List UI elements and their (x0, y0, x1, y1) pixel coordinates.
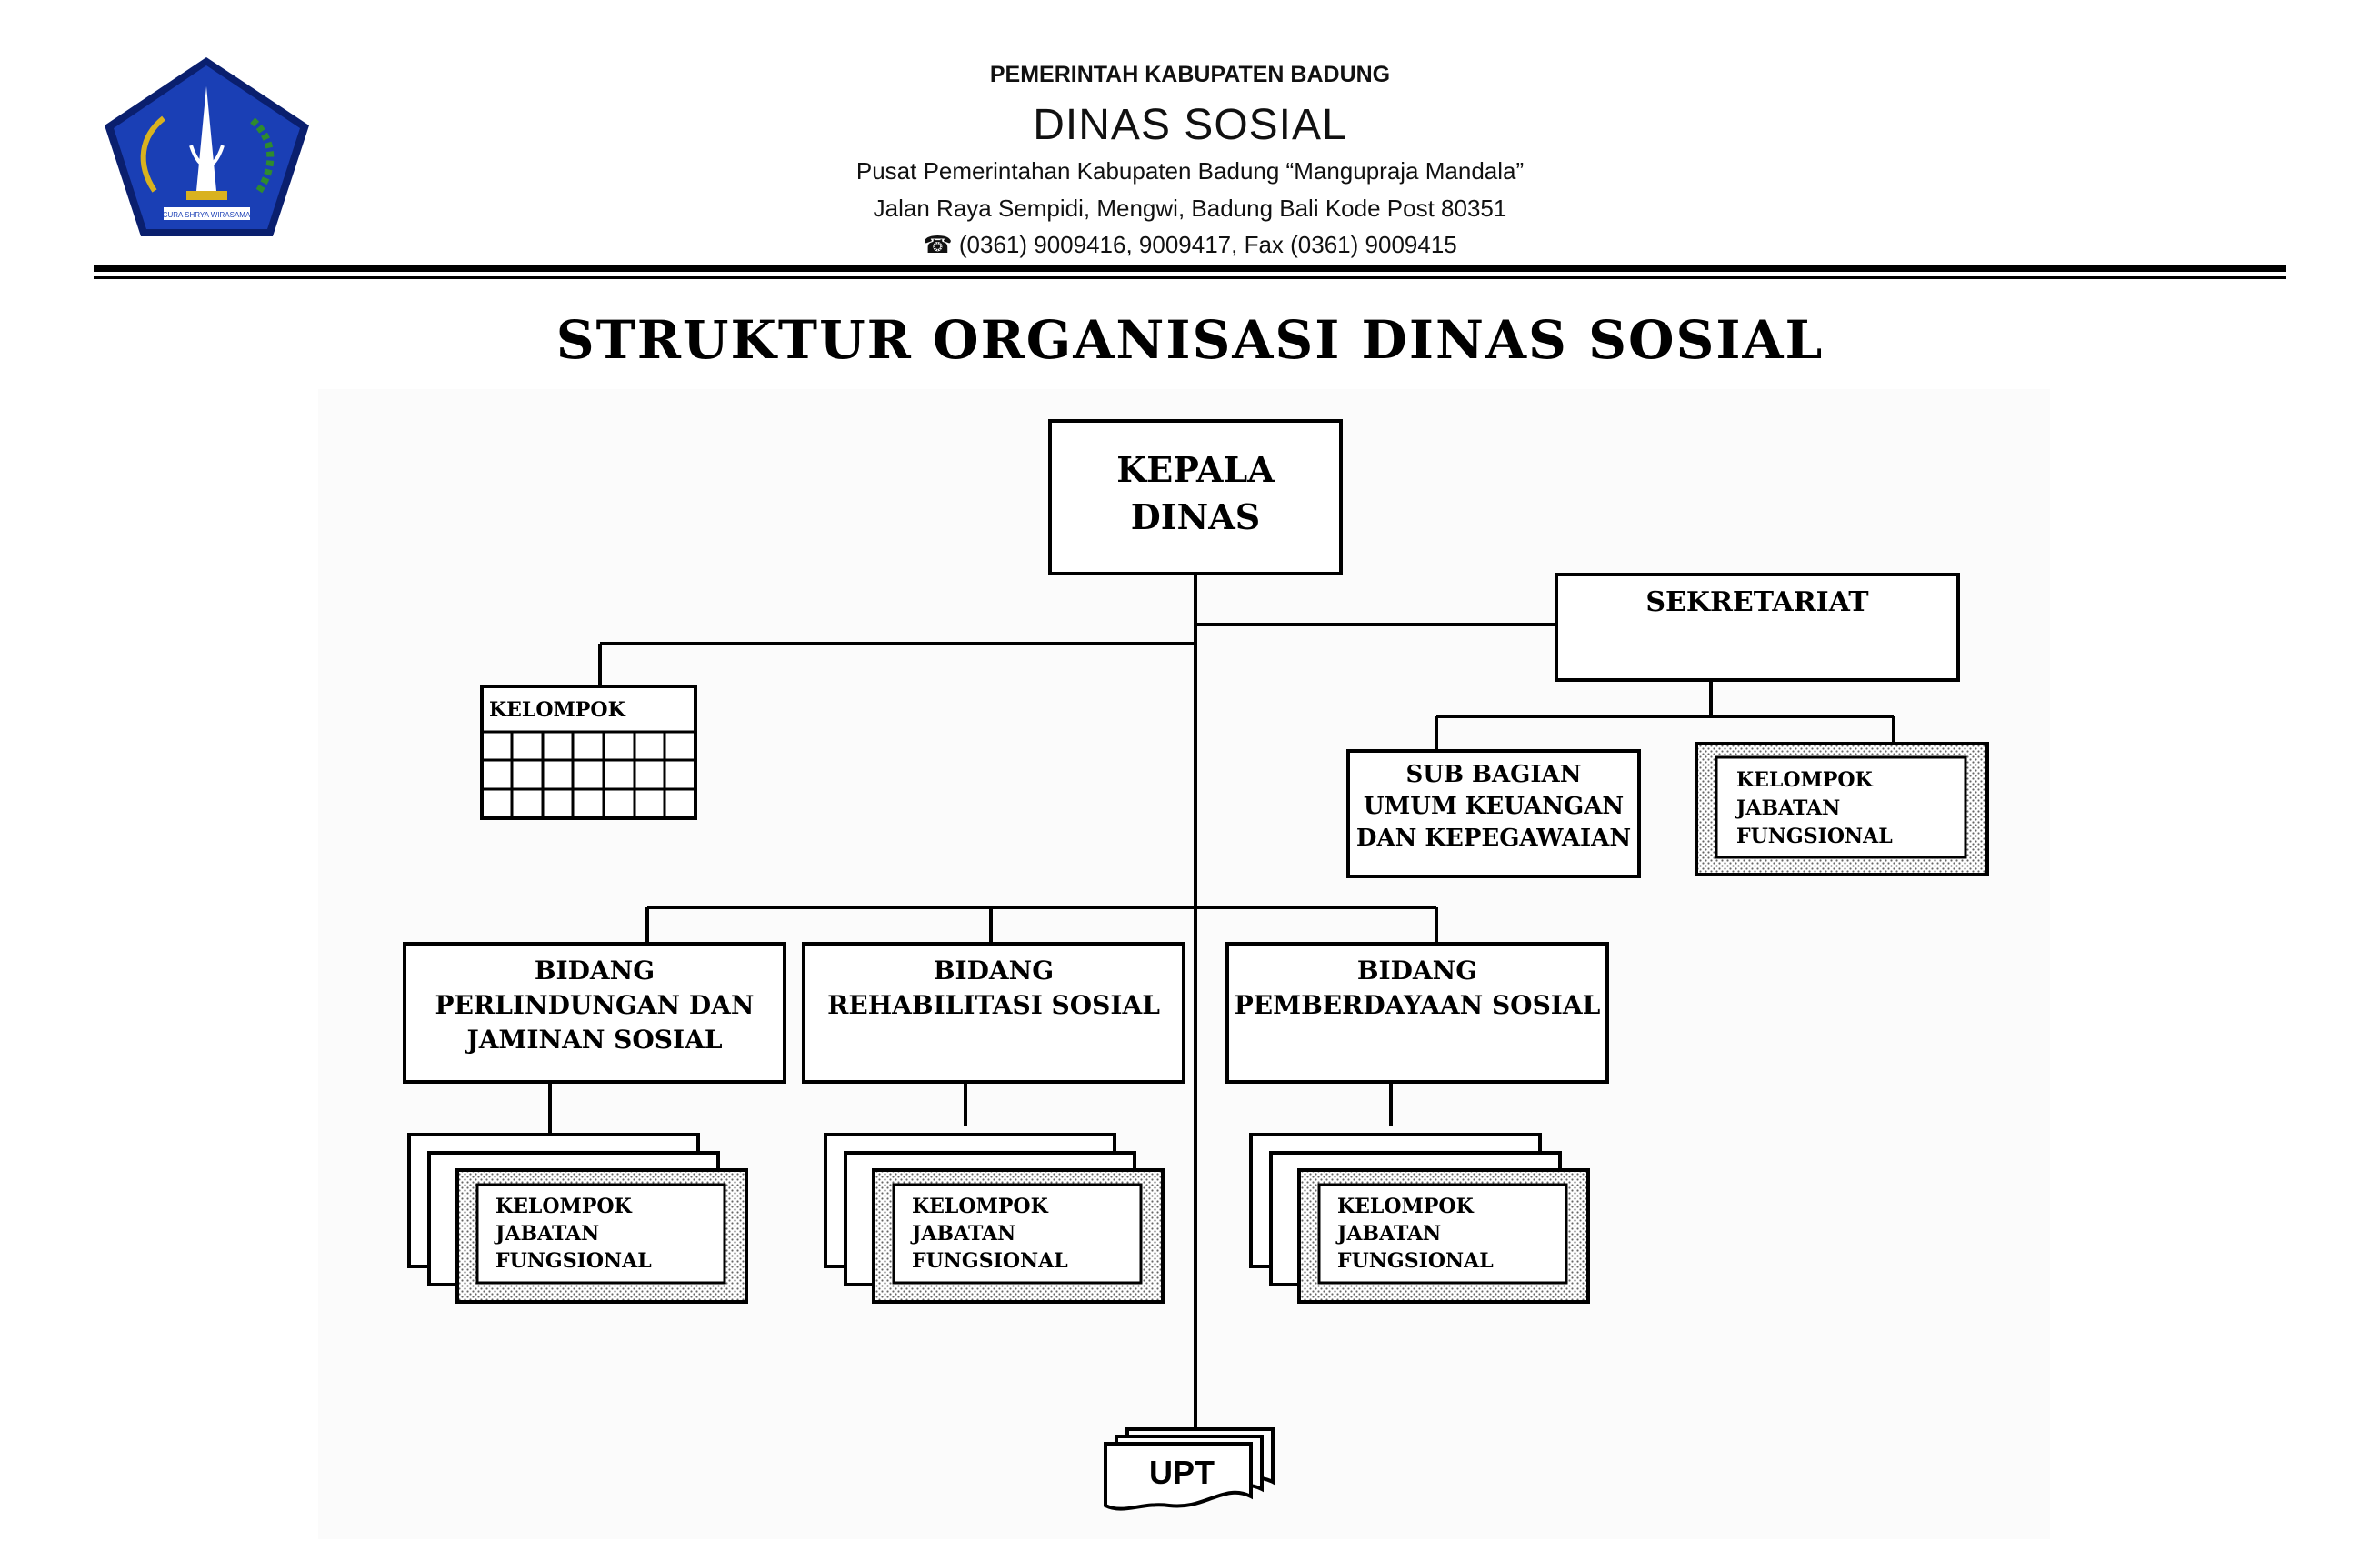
bidang-1-line-2: PERLINDUNGAN DAN (435, 990, 755, 1020)
address-line-1: Pusat Pemerintahan Kabupaten Badung “Man… (855, 157, 1525, 185)
logo-motto: CURA SHRYA WIRASAMA (163, 211, 251, 219)
kepala-dinas-box: KEPALA DINAS (1048, 419, 1343, 575)
connector-lines (548, 575, 1895, 1432)
bidang-2-line-1: BIDANG (934, 956, 1054, 986)
jf-sek-line-2: JABATAN (1735, 796, 1840, 820)
bidang-rehabilitasi-box: BIDANG REHABILITASI SOSIAL (802, 942, 1185, 1084)
kelompok-grid-box: KELOMPOK (480, 685, 697, 820)
jf-2-line-3: FUNGSIONAL (912, 1249, 1068, 1273)
bidang-2-jabatan-fungsional-stack: KELOMPOK JABATAN FUNGSIONAL (824, 1133, 1165, 1304)
jf-2-line-2: JABATAN (910, 1222, 1015, 1246)
bidang-3-line-2: PEMBERDAYAAN SOSIAL (1235, 990, 1601, 1020)
department-name: DINAS SOSIAL (1033, 101, 1347, 149)
upt-box: UPT (1104, 1427, 1275, 1511)
bidang-1-line-3: JAMINAN SOSIAL (464, 1025, 722, 1055)
sub-bagian-line-3: DAN KEPEGAWAIAN (1356, 825, 1631, 852)
jf-3-line-3: FUNGSIONAL (1337, 1249, 1494, 1273)
bidang-3-line-1: BIDANG (1357, 956, 1477, 986)
sub-bagian-line-2: UMUM KEUANGAN (1364, 793, 1624, 820)
jf-2-line-1: KELOMPOK (912, 1195, 1049, 1218)
sekretariat-box: SEKRETARIAT (1555, 573, 1960, 682)
bidang-1-jabatan-fungsional-stack: KELOMPOK JABATAN FUNGSIONAL (407, 1133, 748, 1304)
sub-bagian-box: SUB BAGIAN UMUM KEUANGAN DAN KEPEGAWAIAN (1346, 749, 1641, 878)
jf-sek-line-3: FUNGSIONAL (1736, 825, 1893, 848)
telephone-icon: ☎ (923, 231, 959, 258)
bidang-perlindungan-box: BIDANG PERLINDUNGAN DAN JAMINAN SOSIAL (403, 942, 786, 1084)
jf-sek-line-1: KELOMPOK (1736, 768, 1874, 792)
address-line-2: Jalan Raya Sempidi, Mengwi, Badung Bali … (873, 195, 1507, 222)
bidang-1-line-1: BIDANG (535, 956, 655, 986)
jf-1-line-2: JABATAN (494, 1222, 599, 1246)
jf-3-line-1: KELOMPOK (1337, 1195, 1475, 1218)
jf-1-line-1: KELOMPOK (495, 1195, 633, 1218)
kabupaten-badung-emblem-icon: CURA SHRYA WIRASAMA (105, 57, 309, 236)
kepala-line-2: DINAS (1131, 496, 1260, 537)
jf-3-line-2: JABATAN (1335, 1222, 1441, 1246)
sekretariat-jabatan-fungsional-box: KELOMPOK JABATAN FUNGSIONAL (1695, 742, 1989, 876)
kepala-line-1: KEPALA (1116, 449, 1275, 490)
kelompok-grid-label: KELOMPOK (489, 698, 626, 722)
upt-label: UPT (1149, 1454, 1215, 1491)
page-title: STRUKTUR ORGANISASI DINAS SOSIAL (555, 309, 1825, 371)
bidang-pemberdayaan-box: BIDANG PEMBERDAYAAN SOSIAL (1225, 942, 1609, 1084)
sub-bagian-line-1: SUB BAGIAN (1406, 761, 1582, 788)
phone-numbers: (0361) 9009416, 9009417, Fax (0361) 9009… (958, 231, 1457, 258)
jf-1-line-3: FUNGSIONAL (495, 1249, 652, 1273)
bidang-3-jabatan-fungsional-stack: KELOMPOK JABATAN FUNGSIONAL (1249, 1133, 1590, 1304)
sekretariat-label: SEKRETARIAT (1645, 586, 1869, 618)
bidang-2-line-2: REHABILITASI SOSIAL (827, 990, 1160, 1020)
phone-line: ☎ (0361) 9009416, 9009417, Fax (0361) 90… (0, 231, 2380, 259)
header-rule-thick (94, 265, 2286, 272)
government-name: PEMERINTAH KABUPATEN BADUNG (989, 62, 1391, 87)
header-rule-thin (94, 276, 2286, 279)
